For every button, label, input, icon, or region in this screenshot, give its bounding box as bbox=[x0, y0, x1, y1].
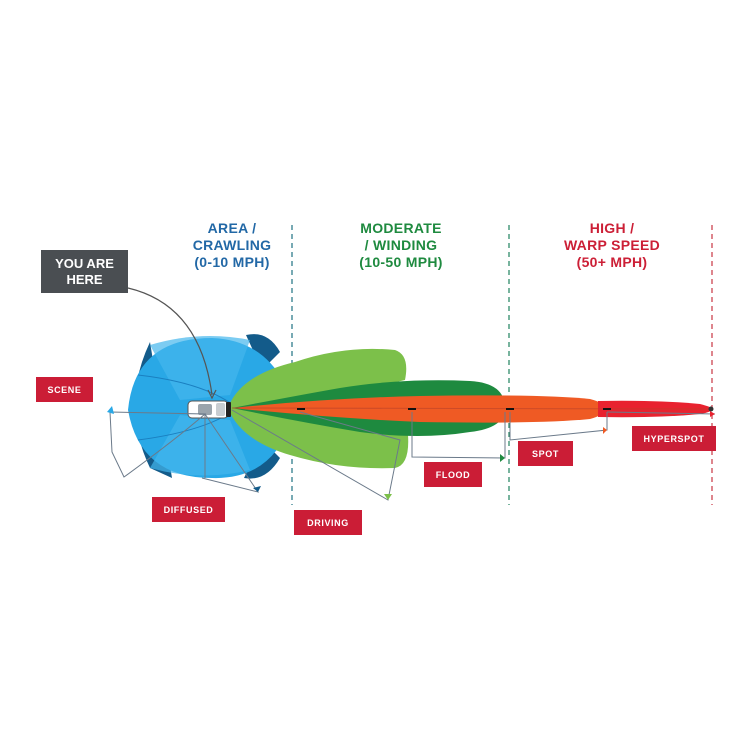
label-hyperspot: HYPERSPOT bbox=[632, 426, 716, 451]
zone-header-area: AREA / CRAWLING (0-10 MPH) bbox=[190, 220, 274, 271]
label-diffused: DIFFUSED bbox=[152, 497, 225, 522]
axis-end-dot bbox=[708, 406, 714, 412]
zone-moderate-line2: / WINDING bbox=[364, 237, 438, 253]
zone-header-moderate: MODERATE / WINDING (10-50 MPH) bbox=[340, 220, 462, 271]
you-are-here-marker: YOU ARE HERE bbox=[41, 250, 128, 293]
spot-beam bbox=[232, 395, 605, 423]
label-spot: SPOT bbox=[518, 441, 573, 466]
zone-area-line2: CRAWLING bbox=[192, 237, 272, 253]
beam-arrow-tips bbox=[107, 406, 715, 500]
zone-high-speed: (50+ MPH) bbox=[576, 254, 648, 270]
zone-moderate-line1: MODERATE bbox=[360, 220, 442, 236]
zone-area-speed: (0-10 MPH) bbox=[194, 254, 270, 270]
center-axis bbox=[231, 407, 713, 410]
zone-moderate-speed: (10-50 MPH) bbox=[359, 254, 443, 270]
label-driving: DRIVING bbox=[294, 510, 362, 535]
vehicle-icon bbox=[187, 400, 231, 419]
zone-high-line1: HIGH / bbox=[589, 220, 635, 236]
arrowhead-marker bbox=[207, 389, 217, 400]
zone-header-high: HIGH / WARP SPEED (50+ MPH) bbox=[550, 220, 674, 271]
label-flood: FLOOD bbox=[424, 462, 482, 487]
zone-high-line2: WARP SPEED bbox=[563, 237, 661, 253]
label-scene: SCENE bbox=[36, 377, 93, 402]
marker-line2: HERE bbox=[66, 271, 103, 287]
you-are-here-arrow bbox=[127, 287, 213, 396]
zone-area-line1: AREA / bbox=[207, 220, 257, 236]
beam-measure-lines bbox=[109, 409, 716, 501]
marker-line1: YOU ARE bbox=[55, 255, 114, 271]
